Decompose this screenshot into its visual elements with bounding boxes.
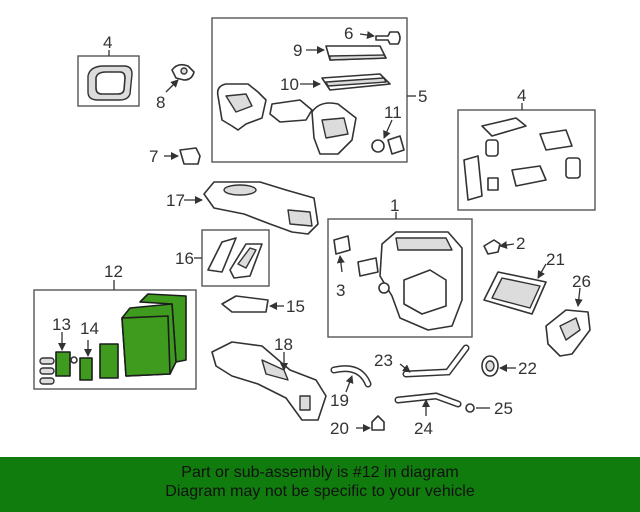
callout-25: 25 [494,399,513,418]
callout-3: 3 [336,281,345,300]
footer-line-2: Diagram may not be specific to your vehi… [165,483,475,500]
part-11-actuator[interactable] [371,135,405,155]
callout-5: 5 [418,87,427,106]
parts-diagram: 4 8 5 6 9 10 11 7 [33,17,596,438]
part-4-right-bezels[interactable] [463,117,581,201]
group-12-frame [33,289,197,390]
callout-19: 19 [330,391,349,410]
callout-9: 9 [293,41,302,60]
callout-6: 6 [344,24,353,43]
callout-14: 14 [80,319,99,338]
part-15-seal[interactable] [221,295,269,313]
part-8-knob[interactable] [171,63,195,81]
part-23-hose[interactable] [402,344,470,378]
part-26-bracket[interactable] [545,309,591,357]
callout-16: 16 [175,249,194,268]
footer-banner: Part or sub-assembly is #12 in diagram D… [0,457,640,512]
group-1-frame [327,218,473,338]
callout-18: 18 [274,335,293,354]
part-17-console-duct[interactable] [203,181,319,235]
part-6-screw[interactable] [375,31,401,45]
callout-15: 15 [286,297,305,316]
part-2-screw[interactable] [483,239,501,255]
part-24-hose[interactable] [394,392,462,408]
callout-17: 17 [166,191,185,210]
part-1-hvac-module[interactable] [333,231,463,331]
part-20-drain[interactable] [371,415,385,431]
leader-11 [383,119,393,139]
leader-3 [336,255,345,273]
part-18-console-duct[interactable] [211,341,327,421]
part-13-block-fittings[interactable] [39,351,71,385]
callout-21: 21 [546,250,565,269]
leader-19 [345,375,354,393]
part-22-grommet[interactable] [481,355,499,377]
callout-7: 7 [149,147,158,166]
part-14-expansion-valve[interactable] [70,343,119,381]
callout-2: 2 [516,234,525,253]
leader-21 [537,263,547,279]
callout-24: 24 [414,419,433,438]
part-21-heater-core[interactable] [483,271,547,315]
leader-6 [359,31,375,39]
callout-26: 26 [572,272,591,291]
part-7-clip[interactable] [179,147,201,165]
callout-1: 1 [390,196,399,215]
group-4-right-frame [457,109,596,211]
leader-8 [165,79,179,93]
leader-23 [399,363,411,373]
callout-4-left: 4 [103,33,112,52]
part-25-clip[interactable] [465,403,475,413]
part-16-vent-bezels[interactable] [207,237,263,279]
callout-12: 12 [104,262,123,281]
part-9-filter-cover[interactable] [325,45,387,61]
callout-4-right: 4 [517,86,526,105]
part-12-evaporator-core[interactable] [121,293,187,377]
leader-2 [499,241,515,249]
part-4-left-bezel[interactable] [77,55,140,107]
callout-11: 11 [384,103,402,122]
callout-13: 13 [52,315,71,334]
part-5-duct-assembly[interactable] [216,83,357,155]
group-5-frame [211,17,408,163]
part-19-hose[interactable] [330,365,372,388]
footer-line-1: Part or sub-assembly is #12 in diagram [181,464,459,481]
callout-8: 8 [156,93,165,112]
callout-22: 22 [518,359,537,378]
leader-26 [574,287,583,307]
callout-23: 23 [374,351,393,370]
part-10-filter[interactable] [321,73,391,91]
callout-20: 20 [330,419,349,438]
callout-10: 10 [280,75,299,94]
